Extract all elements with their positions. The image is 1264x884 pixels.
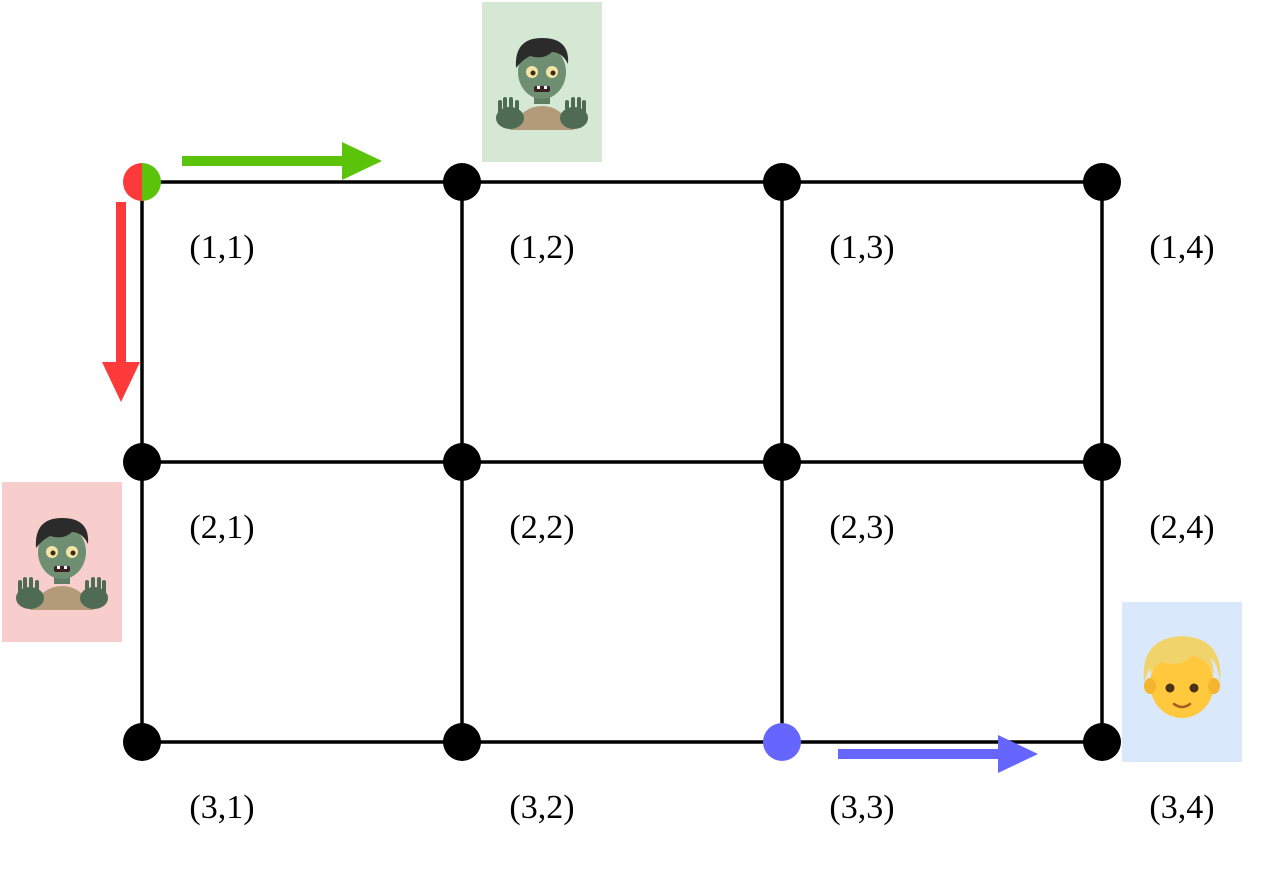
start-node-right-half bbox=[142, 163, 161, 201]
node-label: (3,1) bbox=[189, 789, 254, 826]
zombie-icon bbox=[16, 518, 108, 610]
node-label: (3,2) bbox=[509, 789, 574, 826]
node-labels: (1,1) (1,2) (1,3) (1,4) (2,1) (2,2) (2,3) (2,4)… bbox=[189, 229, 1214, 826]
highlight-node bbox=[763, 723, 801, 761]
grid-node bbox=[443, 723, 481, 761]
node-label: (3,3) bbox=[829, 789, 894, 826]
node-label: (1,1) bbox=[189, 229, 254, 266]
node-label: (2,2) bbox=[509, 509, 574, 546]
start-node bbox=[123, 163, 161, 201]
node-label: (2,4) bbox=[1149, 509, 1214, 546]
zombie-green-tile bbox=[482, 2, 602, 162]
person-blue-tile bbox=[1122, 602, 1242, 762]
zombie-icon bbox=[496, 38, 588, 130]
person-icon bbox=[1143, 636, 1221, 718]
grid-node bbox=[763, 443, 801, 481]
grid-node bbox=[443, 443, 481, 481]
grid-nodes bbox=[123, 163, 1121, 761]
node-label: (1,3) bbox=[829, 229, 894, 266]
green-arrow-right bbox=[182, 142, 382, 180]
grid-node bbox=[1083, 443, 1121, 481]
node-label: (3,4) bbox=[1149, 789, 1214, 826]
grid-node bbox=[123, 723, 161, 761]
node-label: (2,1) bbox=[189, 509, 254, 546]
red-arrow-down bbox=[102, 202, 140, 402]
blue-arrow-right bbox=[838, 735, 1038, 773]
start-node-left-half bbox=[123, 163, 142, 201]
node-label: (2,3) bbox=[829, 509, 894, 546]
zombie-red-tile bbox=[2, 482, 122, 642]
node-label: (1,2) bbox=[509, 229, 574, 266]
node-label: (1,4) bbox=[1149, 229, 1214, 266]
grid-node bbox=[1083, 163, 1121, 201]
grid-edges bbox=[140, 180, 1104, 744]
grid-node bbox=[123, 443, 161, 481]
grid-node bbox=[443, 163, 481, 201]
arrows bbox=[102, 142, 1038, 773]
grid-node bbox=[1083, 723, 1121, 761]
grid-node bbox=[763, 163, 801, 201]
